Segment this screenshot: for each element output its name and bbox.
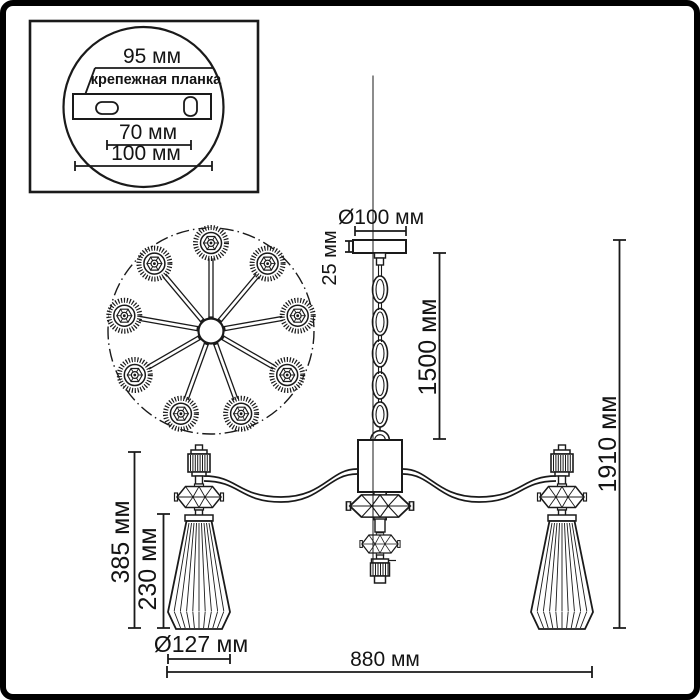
right-arm [402, 468, 557, 503]
dim-arm-assembly-height: 385 мм [107, 500, 135, 583]
dim-hole-spacing: 70 мм [119, 121, 177, 144]
dim-line-total-height [613, 239, 626, 629]
side-view [168, 75, 593, 630]
ceiling-canopy [352, 239, 407, 254]
dim-canopy-height: 25 мм [319, 230, 341, 285]
hanging-chain [371, 275, 389, 431]
dimension-annotations: Ø100 мм 25 мм 1500 мм 1910 мм 385 мм 230… [107, 206, 626, 678]
central-stem-ornaments [345, 75, 415, 584]
plate-leader-line [84, 67, 214, 96]
right-lamp [531, 445, 593, 629]
dim-plate-length: 100 мм [111, 142, 181, 165]
top-view [108, 228, 314, 435]
dim-line-shade-diameter [167, 654, 231, 664]
dim-total-height: 1910 мм [594, 396, 622, 493]
dim-line-canopy-diameter [354, 226, 407, 236]
dim-shade-diameter: Ø127 мм [154, 631, 248, 657]
central-body [357, 439, 403, 493]
inset-circle [62, 25, 225, 189]
dim-line-70 [106, 140, 192, 150]
dim-line-arm-assembly-height [128, 451, 141, 629]
dim-shade-height: 230 мм [134, 527, 162, 610]
plate-slot-hole [95, 101, 119, 115]
dim-line-canopy-height [345, 240, 353, 253]
chain-connector [373, 252, 387, 259]
left-lamp [168, 445, 230, 629]
dim-fixture-width: 880 мм [350, 648, 420, 671]
mounting-plate-inset: 95 мм крепежная планка 70 мм 100 мм [28, 19, 260, 194]
dim-line-shade-height [157, 513, 170, 629]
dim-line-chain-length [433, 252, 446, 440]
dim-chain-length: 1500 мм [414, 299, 442, 396]
dim-line-fixture-width [166, 666, 593, 678]
plate-label: крепежная планка [91, 72, 222, 88]
top-view-hub [197, 317, 225, 345]
left-arm [203, 468, 358, 503]
plate-oval-hole [183, 96, 198, 117]
dim-line-100 [74, 161, 213, 171]
dim-plate-width: 95 мм [123, 45, 181, 68]
dim-canopy-diameter: Ø100 мм [338, 206, 424, 229]
